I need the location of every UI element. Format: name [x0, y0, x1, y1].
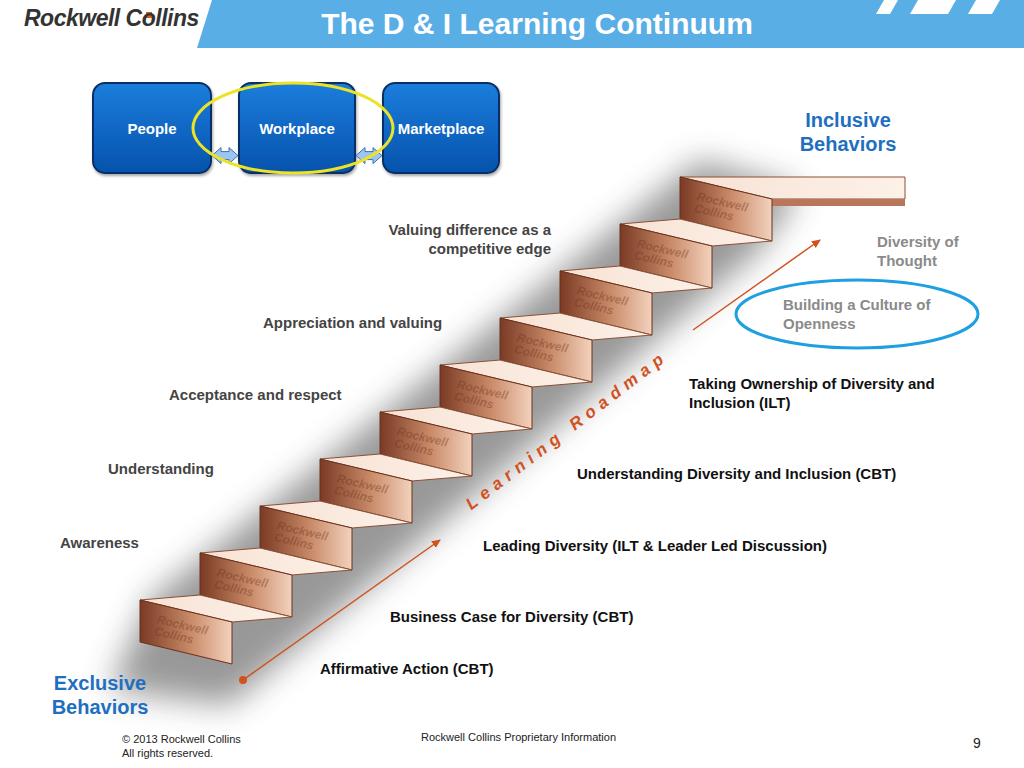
course-label: Understanding Diversity and Inclusion (C…	[577, 464, 896, 483]
course-label: Affirmative Action (CBT)	[320, 659, 494, 678]
callout-ellipse: Building a Culture of Openness	[734, 278, 980, 350]
axis-label: Exclusive Behaviors	[40, 671, 160, 719]
group-box: People	[92, 82, 212, 174]
box-label: Marketplace	[398, 119, 485, 138]
logo-text: Rockwell Collins	[24, 8, 260, 29]
stair-riser	[140, 600, 232, 664]
watermark: Rockwell Collins	[333, 472, 399, 509]
ellipse-shape	[736, 280, 978, 348]
copyright-note: © 2013 Rockwell Collins All rights reser…	[122, 732, 252, 760]
stair-landing-edge	[772, 199, 905, 206]
watermark: Rockwell Collins	[513, 331, 579, 368]
page-number: 9	[973, 735, 981, 751]
course-label: Leading Diversity (ILT & Leader Led Disc…	[483, 536, 827, 555]
footer-note: Rockwell Collins Proprietary Information	[421, 730, 616, 744]
ellipse-label: Building a Culture of Openness	[783, 295, 943, 333]
watermark: Rockwell Collins	[693, 190, 759, 227]
watermark: Rockwell Collins	[573, 284, 639, 321]
course-label: Business Case for Diversity (CBT)	[390, 607, 633, 626]
slide-title: The D & I Learning Continuum	[197, 4, 877, 44]
watermark: Rockwell Collins	[213, 566, 279, 603]
double-arrow	[356, 148, 382, 164]
level-label: Understanding	[108, 459, 214, 478]
level-label: Valuing difference as a competitive edge	[366, 220, 551, 258]
watermark: Rockwell Collins	[153, 613, 219, 650]
stair-shadow	[110, 160, 800, 705]
header-stripe	[968, 0, 1000, 14]
title-bar	[197, 0, 1024, 48]
edge-group	[212, 148, 382, 164]
header-stripe	[876, 0, 898, 14]
group-box: Marketplace	[382, 82, 500, 174]
watermark: Rockwell Collins	[633, 237, 699, 274]
axis-label: Inclusive Behaviors	[778, 108, 918, 156]
roadmap-label: Learning Roadmap	[462, 346, 672, 513]
ellipse-outline	[734, 278, 980, 350]
header-stripe	[910, 0, 956, 14]
highlight-ellipse	[193, 83, 393, 173]
double-arrow	[212, 148, 238, 164]
level-label: Acceptance and respect	[169, 385, 342, 404]
level-label: Appreciation and valuing	[263, 313, 442, 332]
watermark: Rockwell Collins	[393, 425, 459, 462]
roadmap-start-dot	[239, 676, 247, 684]
group-box: Workplace	[238, 82, 356, 174]
box-label: People	[127, 119, 176, 138]
level-label: Awareness	[60, 533, 139, 552]
watermark: Rockwell Collins	[453, 378, 519, 415]
outcome-label: Diversity of Thought	[877, 232, 987, 270]
ellipse-text: Building a Culture of Openness	[783, 278, 943, 350]
watermark: Rockwell Collins	[273, 519, 339, 556]
course-label: Taking Ownership of Diversity and Inclus…	[689, 374, 979, 412]
box-label: Workplace	[259, 119, 335, 138]
